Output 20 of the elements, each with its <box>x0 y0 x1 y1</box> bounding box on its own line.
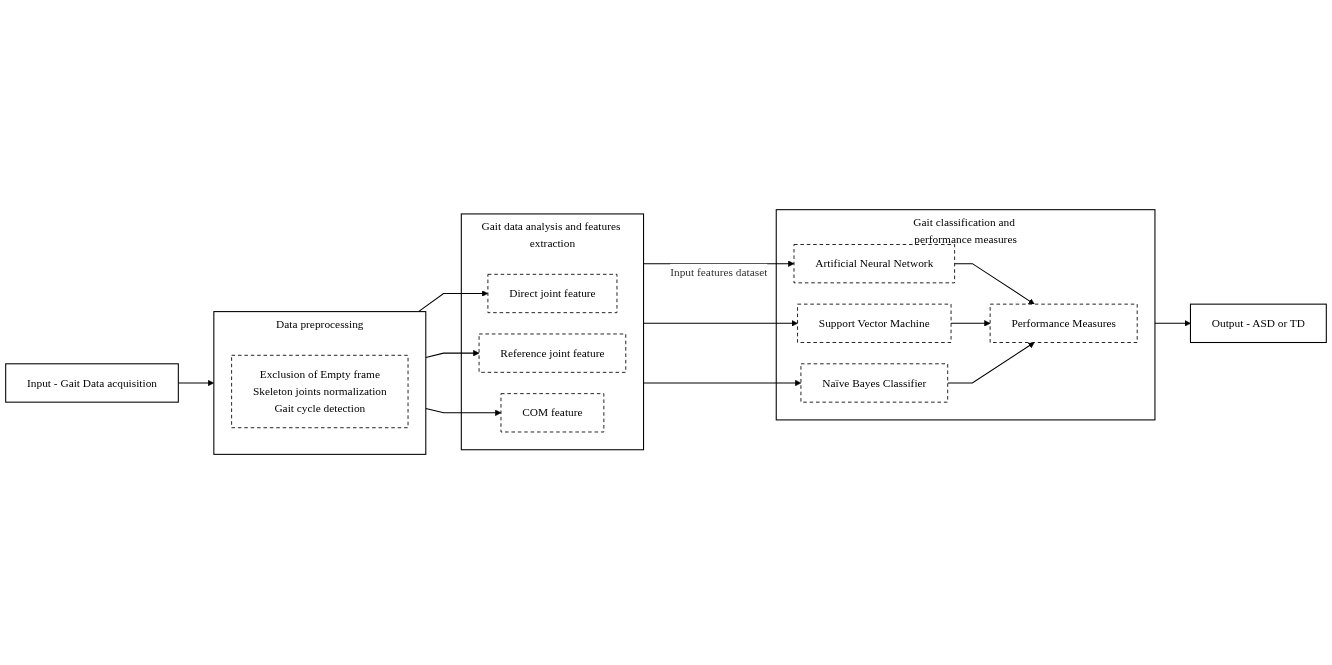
arrow <box>947 342 1035 384</box>
arrow <box>950 320 991 327</box>
arrow <box>425 408 502 417</box>
node-box: Artificial Neural Network <box>793 244 956 284</box>
node-box: Exclusion of Empty frame Skeleton joints normalization Gait cycle detection <box>231 355 409 429</box>
node-box: Direct joint feature <box>487 274 618 314</box>
node-box: Performance Measures <box>989 304 1138 344</box>
arrow <box>425 350 480 359</box>
node-box: COM feature <box>500 393 605 433</box>
node-box: Output - ASD or TD <box>1189 304 1327 344</box>
arrow <box>417 290 489 313</box>
node-box: Support Vector Machine <box>797 304 952 344</box>
arrow <box>643 380 802 387</box>
node-box: Input - Gait Data acquisition <box>5 363 179 404</box>
arrow <box>954 263 1035 305</box>
arrow <box>643 320 798 327</box>
node-box: Naïve Bayes Classifier <box>800 363 949 404</box>
node-box: Reference joint feature <box>478 334 627 374</box>
edge-label: Input features dataset <box>670 266 768 279</box>
arrow <box>1154 320 1191 327</box>
